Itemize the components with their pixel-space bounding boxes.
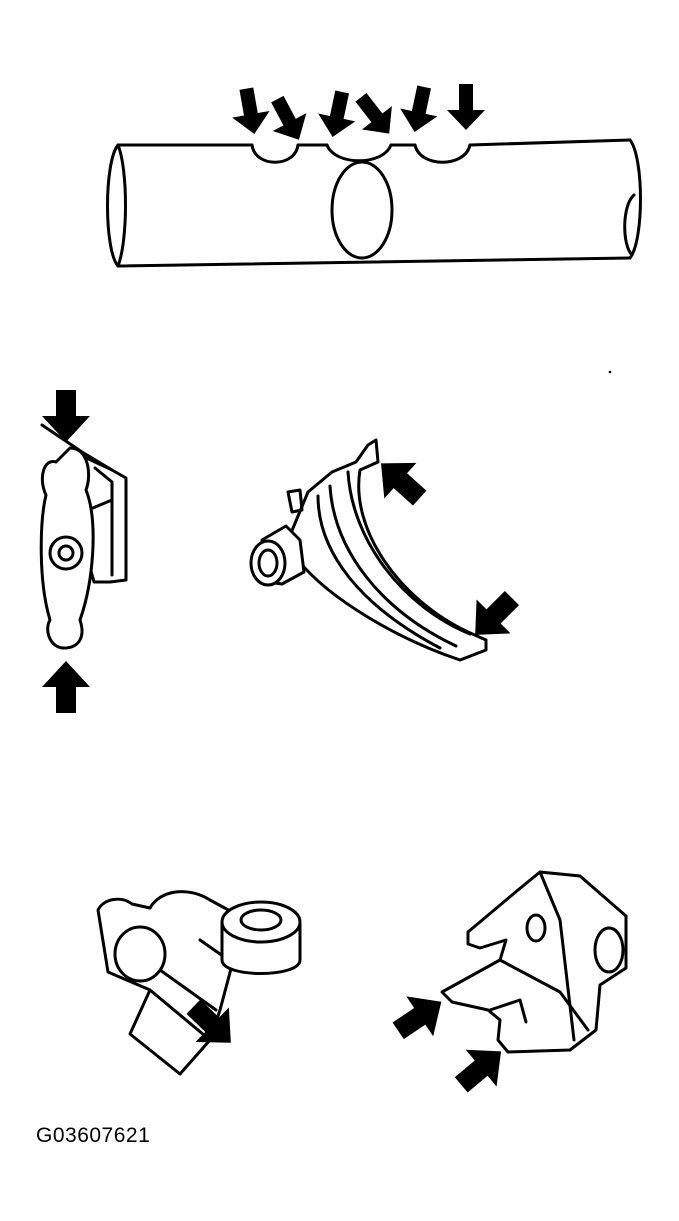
lever-right-small-bore bbox=[525, 913, 547, 943]
arrow-5 bbox=[395, 83, 443, 136]
shift-fork-side bbox=[39, 390, 128, 713]
arrow-1 bbox=[227, 85, 274, 138]
shaft-left-end bbox=[106, 143, 127, 268]
lever-left-side-bore bbox=[113, 925, 167, 983]
shaft-right-end bbox=[623, 138, 642, 260]
fork-arc-inner-3 bbox=[316, 494, 442, 650]
arrow-up bbox=[42, 661, 90, 713]
arrow-4 bbox=[345, 85, 405, 146]
lever-right-edge-3 bbox=[488, 998, 528, 1024]
arrow-2 bbox=[260, 90, 316, 149]
lever-right-edge-2 bbox=[538, 870, 576, 1042]
detent-groove-1 bbox=[250, 143, 300, 164]
lever-left-edge-1 bbox=[148, 988, 212, 1042]
lever-right-edge-1 bbox=[498, 958, 590, 1032]
figure-id: G03607621 bbox=[36, 1124, 151, 1147]
arrow-down bbox=[42, 390, 90, 442]
fork-hub-bore-outer bbox=[249, 539, 287, 587]
fork-side-bore-outer bbox=[48, 535, 84, 571]
detent-groove-3 bbox=[413, 143, 472, 164]
shaft-top-edge bbox=[116, 138, 632, 147]
shift-lever-left bbox=[96, 890, 302, 1076]
fork-arc-inner-1 bbox=[346, 470, 472, 636]
fork-hub-bore-inner bbox=[257, 548, 279, 578]
arrow-3 bbox=[313, 88, 361, 141]
detent-groove-2 bbox=[325, 143, 393, 163]
fork-side-bore-inner bbox=[57, 544, 75, 562]
arrow-6 bbox=[447, 84, 485, 130]
lever-left-edge-2 bbox=[158, 968, 218, 1012]
lever-left-boss-top bbox=[220, 900, 302, 944]
fork-arc-inner-2 bbox=[328, 484, 458, 648]
shift-lever-right bbox=[384, 870, 628, 1104]
lever-right-boss-bore bbox=[593, 926, 625, 974]
shift-fork bbox=[249, 438, 529, 662]
fork-side-pad bbox=[39, 446, 95, 650]
fork-side-bracket bbox=[40, 423, 114, 472]
fork-hub-tab bbox=[286, 488, 304, 514]
shaft-bottom-edge bbox=[116, 256, 632, 268]
speck bbox=[608, 370, 612, 374]
lever-left-boss-bore bbox=[239, 908, 283, 932]
lever-left-body bbox=[96, 890, 234, 1076]
shift-shaft bbox=[106, 83, 642, 268]
shaft-hole bbox=[330, 160, 394, 260]
lever-right-body bbox=[440, 870, 628, 1054]
